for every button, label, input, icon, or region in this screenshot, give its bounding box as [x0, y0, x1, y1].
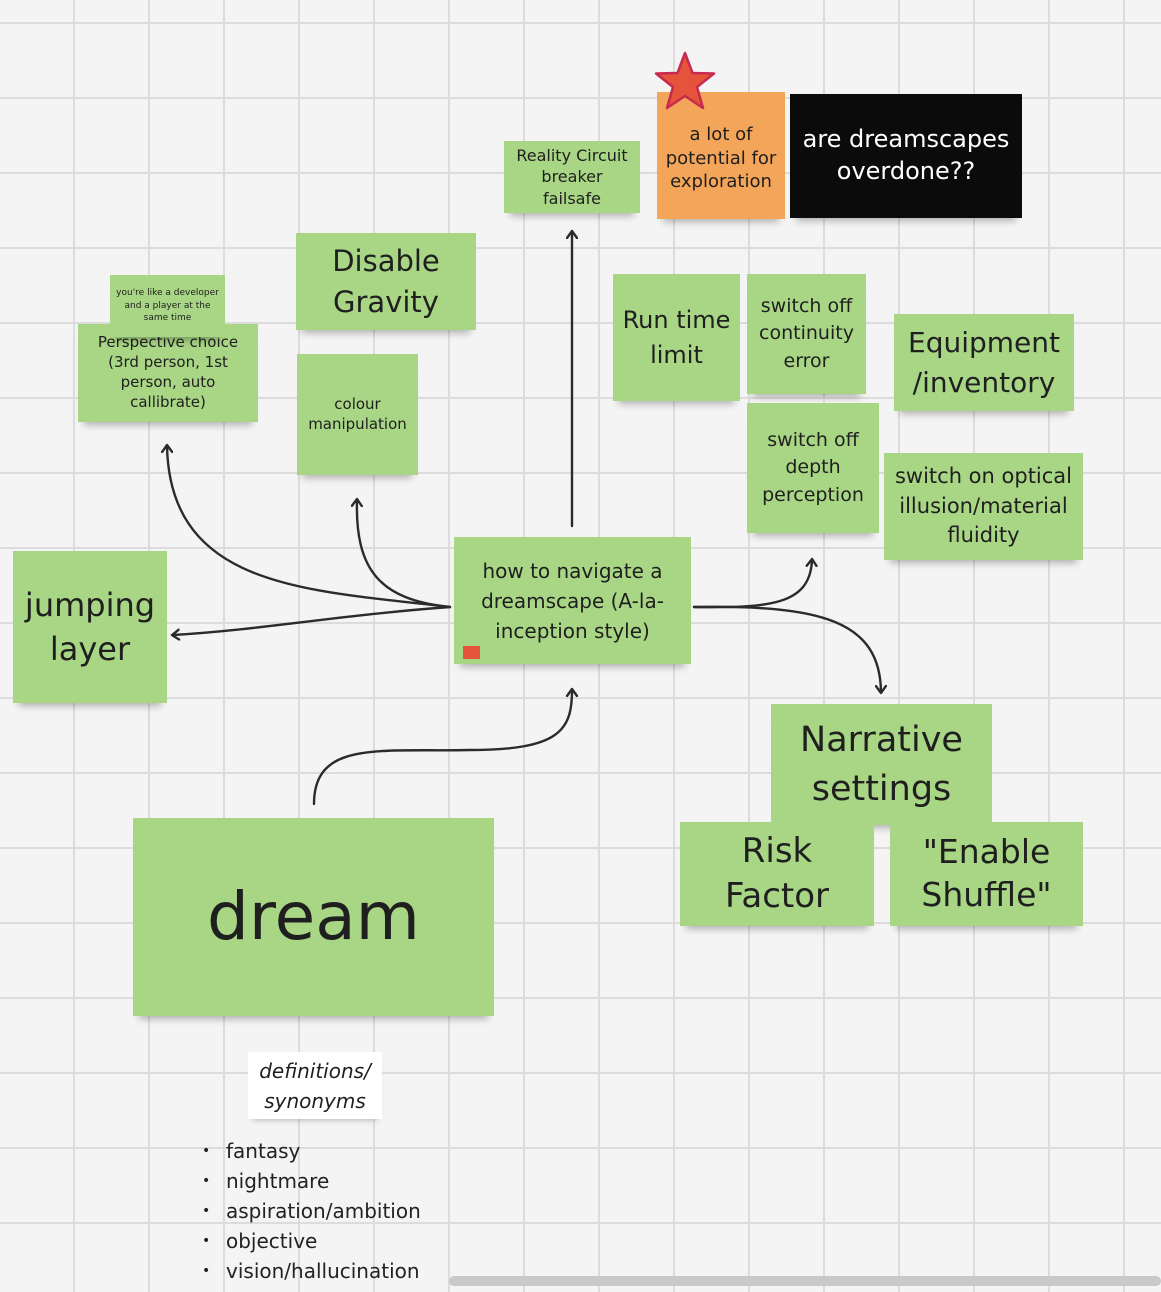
note-text: Narrative settings	[800, 719, 963, 809]
sticky-jumping-layer[interactable]: jumping layer	[13, 551, 167, 703]
sticky-colour-manipulation[interactable]: colour manipulation	[297, 354, 418, 475]
sticky-perspective-choice[interactable]: Perspective choice (3rd person, 1st pers…	[78, 324, 258, 422]
list-item: vision/hallucination	[200, 1256, 421, 1286]
note-text: jumping layer	[24, 585, 156, 668]
sticky-risk-factor[interactable]: Risk Factor	[680, 822, 874, 926]
sticky-disable-gravity[interactable]: Disable Gravity	[296, 233, 476, 330]
synonyms-list: fantasy nightmare aspiration/ambition ob…	[200, 1136, 421, 1286]
horizontal-scrollbar[interactable]	[449, 1276, 1161, 1286]
note-text: switch off continuity error	[759, 294, 854, 372]
note-text: how to navigate a dreamscape (A-la-incep…	[481, 558, 664, 643]
red-tag-icon	[463, 646, 480, 659]
sticky-reality-circuit[interactable]: Reality Circuit breaker failsafe	[504, 141, 640, 213]
note-text: Disable Gravity	[332, 243, 440, 319]
note-text: Reality Circuit breaker failsafe	[516, 146, 628, 208]
arrow-from-dream	[312, 690, 572, 806]
definitions-label[interactable]: definitions/ synonyms	[248, 1052, 382, 1119]
sticky-overdone[interactable]: are dreamscapes overdone??	[790, 94, 1022, 218]
note-text: Perspective choice (3rd person, 1st pers…	[97, 333, 239, 411]
sticky-optical-illusion[interactable]: switch on optical illusion/material flui…	[884, 453, 1083, 560]
sticky-potential[interactable]: a lot of potential for exploration	[657, 92, 785, 219]
note-text: you're like a developer and a player at …	[116, 288, 219, 324]
arrow-to-jumping-layer	[173, 605, 452, 635]
list-item: objective	[200, 1226, 421, 1256]
note-text: are dreamscapes overdone??	[802, 125, 1010, 185]
sticky-dream[interactable]: dream	[133, 818, 494, 1016]
arrow-to-colour	[357, 500, 452, 609]
arrow-to-depth	[692, 560, 812, 609]
note-text: "Enable Shuffle"	[921, 832, 1052, 914]
note-text: switch on optical illusion/material flui…	[894, 463, 1073, 548]
arrow-to-narrative	[692, 605, 881, 692]
sticky-how-to-navigate[interactable]: how to navigate a dreamscape (A-la-incep…	[454, 537, 691, 664]
sticky-enable-shuffle[interactable]: "Enable Shuffle"	[890, 822, 1083, 926]
note-text: dream	[207, 878, 420, 956]
sticky-narrative-settings[interactable]: Narrative settings	[771, 704, 992, 825]
note-text: Equipment /inventory	[908, 326, 1060, 399]
arrow-to-perspective	[167, 446, 452, 609]
note-text: switch off depth perception	[762, 428, 864, 506]
list-item: nightmare	[200, 1166, 421, 1196]
sticky-developer-player[interactable]: you're like a developer and a player at …	[110, 275, 225, 337]
sticky-depth-perception[interactable]: switch off depth perception	[747, 403, 879, 533]
note-text: Risk Factor	[724, 831, 830, 916]
star-icon	[654, 51, 716, 110]
sticky-equipment-inventory[interactable]: Equipment /inventory	[894, 314, 1074, 411]
note-text: a lot of potential for exploration	[665, 123, 777, 193]
list-item: aspiration/ambition	[200, 1196, 421, 1226]
note-text: Run time limit	[622, 306, 731, 369]
sticky-run-time-limit[interactable]: Run time limit	[613, 274, 740, 401]
note-text: colour manipulation	[308, 394, 407, 433]
definitions-label-text: definitions/ synonyms	[259, 1058, 371, 1113]
list-item: fantasy	[200, 1136, 421, 1166]
sticky-continuity-error[interactable]: switch off continuity error	[747, 274, 866, 394]
